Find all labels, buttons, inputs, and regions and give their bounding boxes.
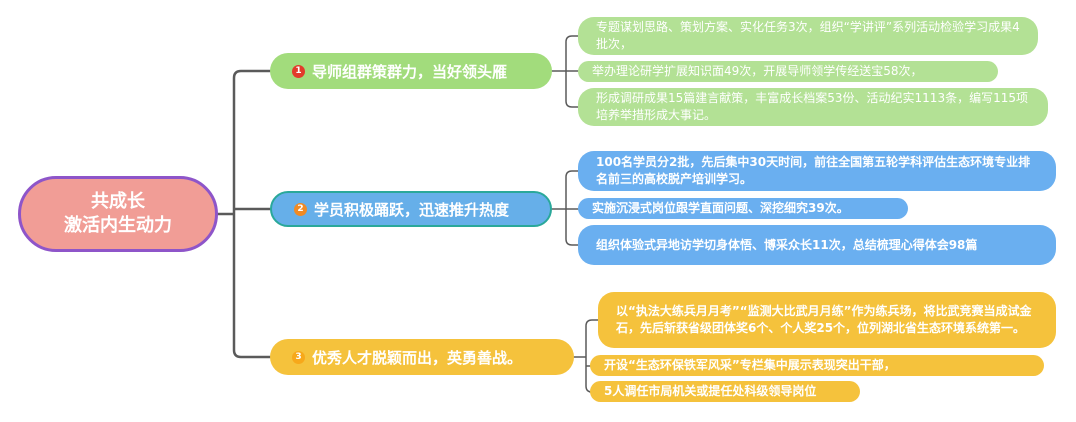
branch-node-2[interactable]: 2 学员积极踊跃，迅速推升热度 xyxy=(270,191,552,227)
leaf-text: 专题谋划思路、策划方案、实化任务3次，组织“学讲评”系列活动检验学习成果4批次， xyxy=(596,20,1020,51)
leaf-node-1-3[interactable]: 形成调研成果15篇建言献策，丰富成长档案53份、活动纪实1113条，编写115项… xyxy=(578,88,1048,126)
leaf-node-1-2[interactable]: 举办理论研学扩展知识面49次，开展导师领学传经送宝58次， xyxy=(578,61,998,82)
leaf-text: 举办理论研学扩展知识面49次，开展导师领学传经送宝58次， xyxy=(592,64,923,78)
leaf-text: 100名学员分2批，先后集中30天时间，前往全国第五轮学科评估生态环境专业排名前… xyxy=(596,155,1031,186)
root-node[interactable]: 共成长 激活内生动力 xyxy=(18,176,218,252)
root-title-line1: 共成长 xyxy=(91,191,145,212)
leaf-text: 开设“生态环保铁军风采”专栏集中展示表现突出干部， xyxy=(604,358,896,372)
number-badge-1: 1 xyxy=(292,64,305,78)
branch-title-3: 优秀人才脱颖而出，英勇善战。 xyxy=(312,348,523,367)
number-badge-3: 3 xyxy=(292,350,305,364)
leaf-node-2-2[interactable]: 实施沉浸式岗位跟学直面问题、深挖细究39次。 xyxy=(578,198,908,219)
leaf-text: 形成调研成果15篇建言献策，丰富成长档案53份、活动纪实1113条，编写115项… xyxy=(596,91,1028,122)
leaf-node-3-3[interactable]: 5人调任市局机关或提任处科级领导岗位 xyxy=(590,381,860,402)
leaf-text: 组织体验式异地访学切身体悟、博采众长11次，总结梳理心得体会98篇 xyxy=(596,237,978,252)
branch-title-1: 导师组群策群力，当好领头雁 xyxy=(312,62,508,81)
leaf-text: 5人调任市局机关或提任处科级领导岗位 xyxy=(604,384,817,398)
leaf-node-2-1[interactable]: 100名学员分2批，先后集中30天时间，前往全国第五轮学科评估生态环境专业排名前… xyxy=(578,151,1056,191)
leaf-node-3-1[interactable]: 以“执法大练兵月月考”“监测大比武月月练”作为练兵场，将比武竞赛当成试金石，先后… xyxy=(598,292,1056,348)
leaf-node-3-2[interactable]: 开设“生态环保铁军风采”专栏集中展示表现突出干部， xyxy=(590,355,1044,376)
leaf-node-2-3[interactable]: 组织体验式异地访学切身体悟、博采众长11次，总结梳理心得体会98篇 xyxy=(578,225,1056,265)
number-badge-2: 2 xyxy=(294,202,307,216)
leaf-node-1-1[interactable]: 专题谋划思路、策划方案、实化任务3次，组织“学讲评”系列活动检验学习成果4批次， xyxy=(578,17,1038,55)
branch-title-2: 学员积极踊跃，迅速推升热度 xyxy=(314,200,510,219)
leaf-text: 以“执法大练兵月月考”“监测大比武月月练”作为练兵场，将比武竞赛当成试金石，先后… xyxy=(616,304,1032,335)
root-title-line2: 激活内生动力 xyxy=(64,215,172,236)
branch-node-3[interactable]: 3 优秀人才脱颖而出，英勇善战。 xyxy=(270,339,574,375)
leaf-text: 实施沉浸式岗位跟学直面问题、深挖细究39次。 xyxy=(592,201,849,215)
branch-node-1[interactable]: 1 导师组群策群力，当好领头雁 xyxy=(270,53,552,89)
